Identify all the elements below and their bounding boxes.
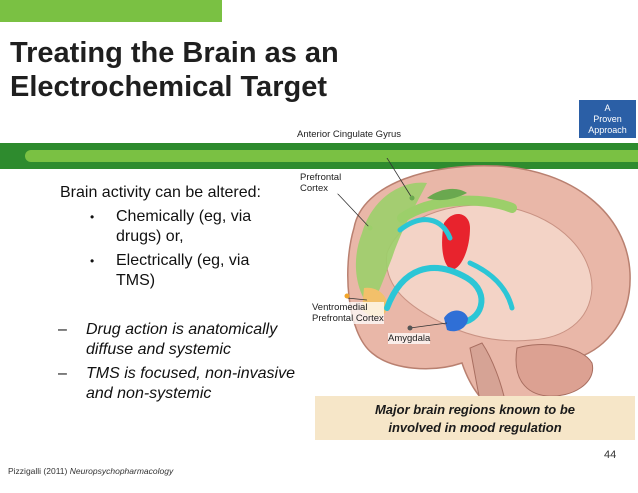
dash-text: TMS is focused, non-invasive and non-sys… [86,365,295,402]
badge-line-1: A [604,102,611,113]
dash-item: – Drug action is anatomically diffuse an… [58,320,308,360]
top-accent-bar [0,0,222,22]
badge-line-3: Approach [588,124,627,135]
dash-list: – Drug action is anatomically diffuse an… [58,320,308,408]
vmpfc-pointer-dot [344,293,350,299]
dash-item: – TMS is focused, non-invasive and non-s… [58,364,308,404]
bullet-text: Chemically (eg, via drugs) or, [116,208,252,245]
anterior-cingulate-area [427,188,467,201]
thalamus-region [442,213,470,270]
page-number: 44 [604,449,617,461]
title-line-1: Treating the Brain as an [10,37,339,69]
amygdala-pointer [409,322,448,329]
figure-caption: Major brain regions known to be involved… [315,396,635,440]
label-vmpfc-line-2: Prefrontal Cortex [312,313,384,324]
citation: Pizzigalli (2011) Neuropsychopharmacolog… [8,466,173,476]
intro-text: Brain activity can be altered: [60,184,261,201]
pfc-pointer-dot [367,225,373,231]
dash-symbol: – [58,365,67,382]
label-pfc-line-1: Prefrontal [300,172,342,183]
pathway-lower [384,265,485,326]
title-line-2: Electrochemical Target [10,71,327,103]
pathway-back [467,260,515,311]
dash-symbol: – [58,321,67,338]
bullet-item: • Chemically (eg, via drugs) or, [90,207,320,247]
vmpfc-pointer [346,297,368,301]
acg-pointer [386,158,413,199]
label-amygdala: Amygdala [388,333,431,344]
cingulate-region [397,195,517,223]
brain-illustration [336,158,631,411]
citation-author: Pizzigalli (2011) [8,466,68,476]
acg-pointer-dot [409,195,415,201]
pathway-upper [397,217,453,241]
label-anterior-cingulate: Anterior Cingulate Gyrus [297,129,402,140]
bullet-dot: • [90,254,95,268]
bullet-text: Electrically (eg, via TMS) [116,252,250,289]
label-vmpfc-line-1: Ventromedial [312,302,368,313]
badge-line-2: Proven [593,113,622,124]
green-divider-highlight [25,150,638,162]
caption-line-2: involved in mood regulation [388,420,562,435]
dash-text: Drug action is anatomically diffuse and … [86,321,278,358]
bullet-item: • Electrically (eg, via TMS) [90,251,320,291]
citation-journal: Neuropsychopharmacology [69,466,174,476]
label-pfc-line-2: Cortex [300,183,328,194]
caption-line-1: Major brain regions known to be [374,402,576,417]
bullet-dot: • [90,210,95,224]
slide-title: Treating the Brain as an Electrochemical… [10,36,450,104]
label-vmpfc: Ventromedial Prefrontal Cortex [312,302,384,324]
amygdala-region [444,310,468,332]
pfc-pointer [336,192,371,229]
label-prefrontal-cortex: Prefrontal Cortex [300,172,342,194]
cerebellum [515,343,594,397]
amygdala-pointer-dot [407,325,413,331]
proven-approach-badge: A Proven Approach [579,100,636,138]
bullet-content: Brain activity can be altered: • Chemica… [60,183,320,291]
